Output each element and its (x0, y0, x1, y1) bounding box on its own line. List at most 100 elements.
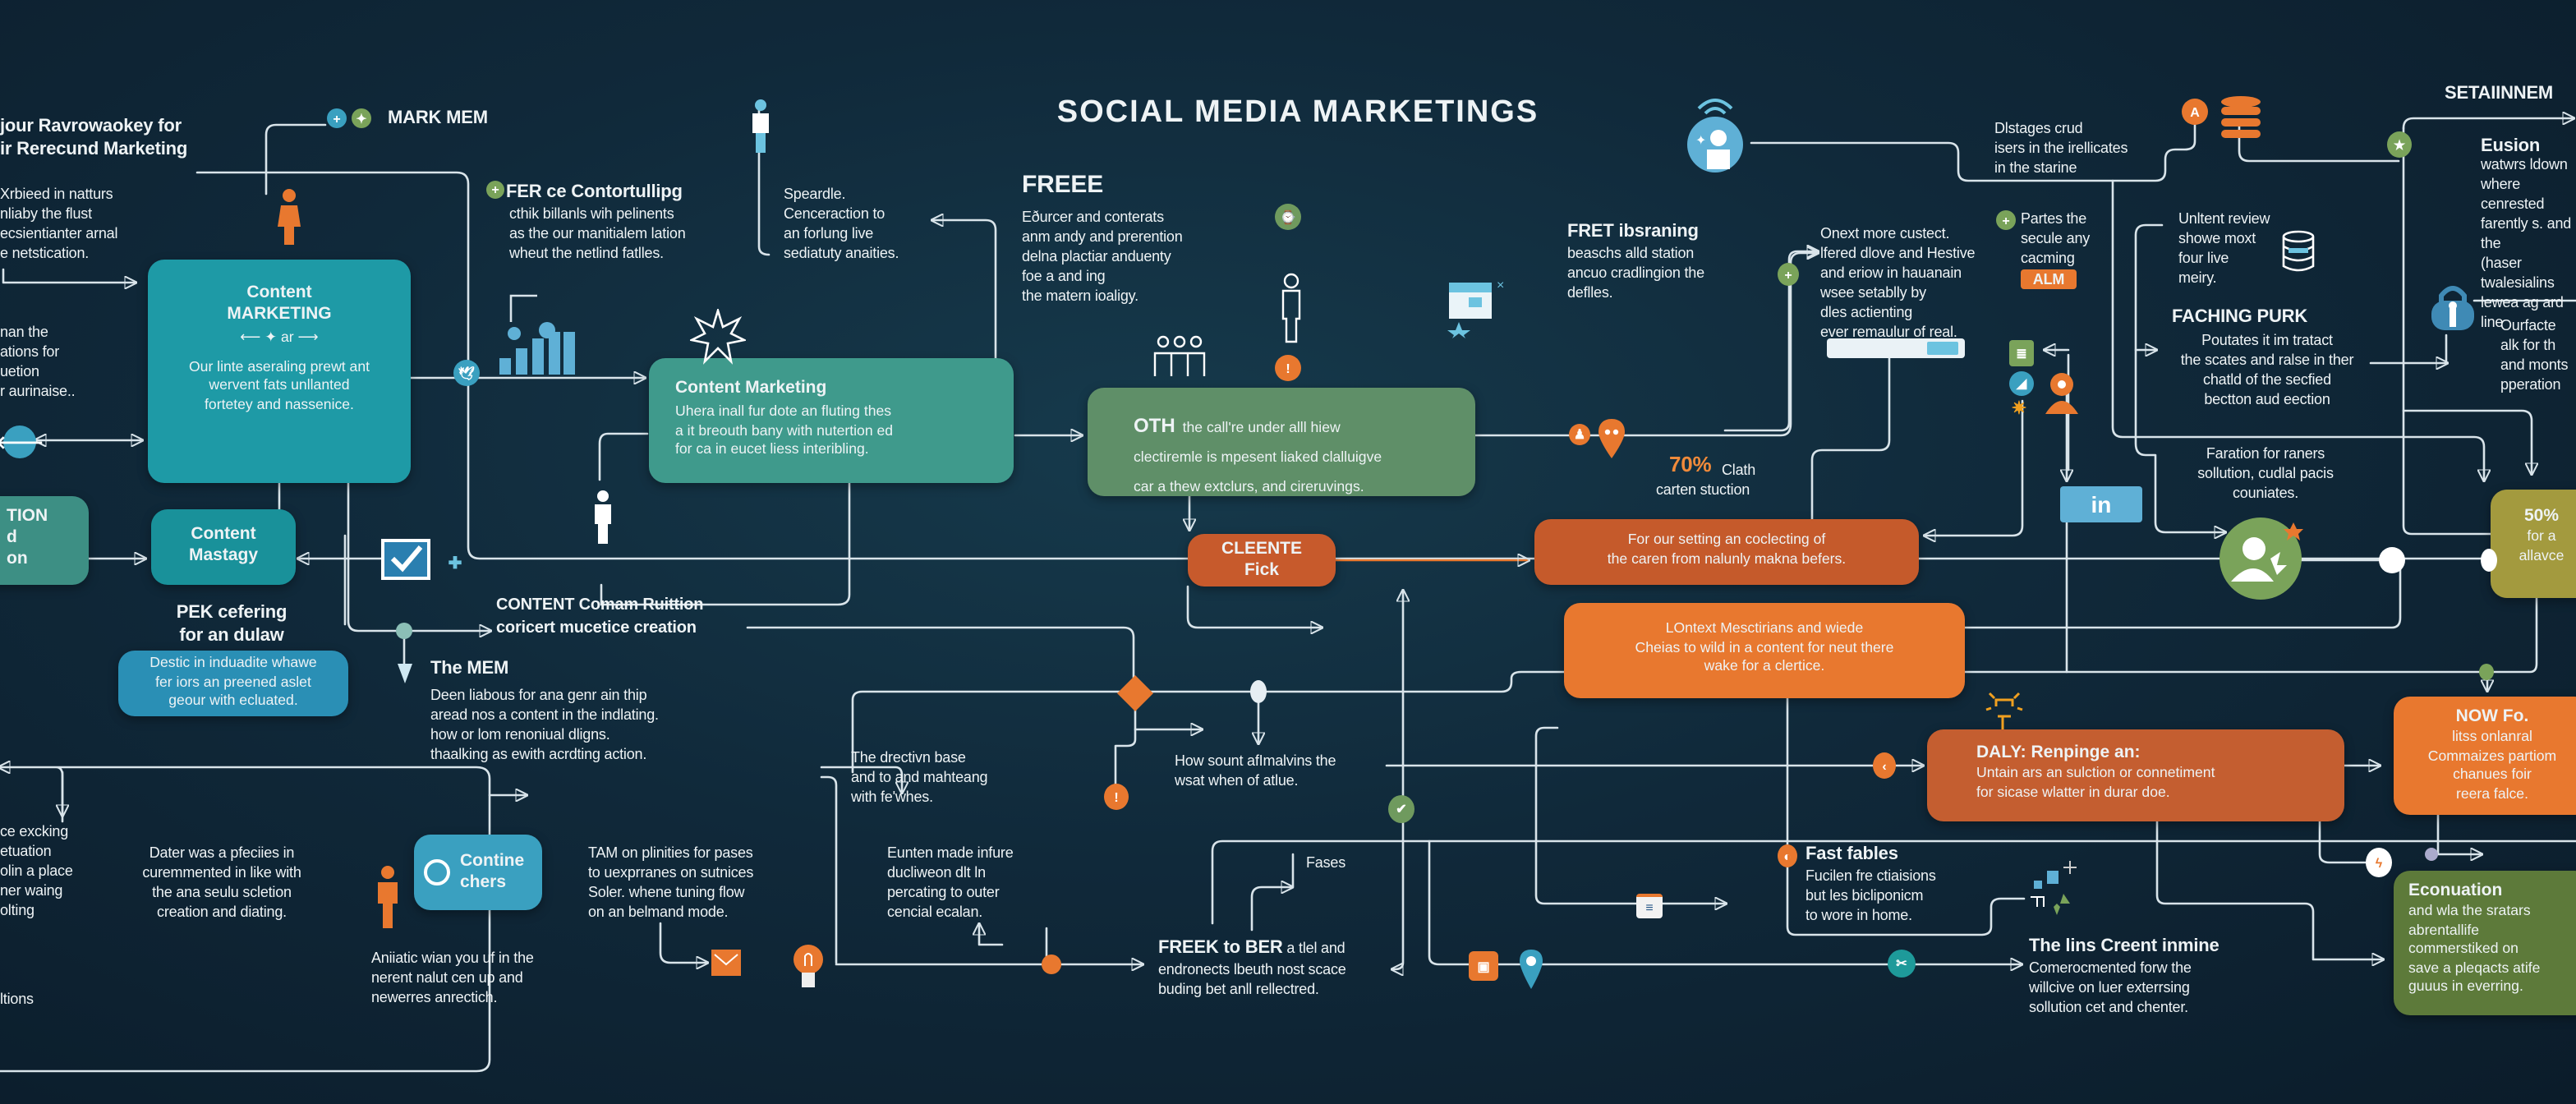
content-marketing-2-box[interactable]: Content Marketing Uhera inall fur dote a… (649, 358, 1014, 483)
destic-box[interactable]: Destic in induadite whawe fer iors an pr… (118, 651, 348, 716)
linkedin-icon[interactable]: in (2060, 486, 2142, 522)
faching-body: Poutates it im tratact the scates and ra… (2180, 332, 2354, 407)
fast-heading: Fast fables (1806, 844, 1898, 864)
box-body: Destic in induadite whawe fer iors an pr… (150, 654, 317, 708)
arrow-left-icon[interactable]: ‹ (1873, 752, 1896, 779)
content-marketing-box[interactable]: Content MARKETING ⟵ ✦ ar ⟶ Our linte ase… (148, 260, 411, 483)
plus-icon: + (1996, 210, 2016, 230)
for-our-setting-box[interactable]: For our setting an coclecting of the car… (1534, 519, 1919, 585)
fifty-percent-box[interactable]: 50% for a allavce (2491, 490, 2576, 598)
seventy-percent-value: 70% (1669, 452, 1712, 476)
distages-text: Dlstages crud isers in the irellicates i… (1994, 120, 2128, 176)
fer-heading: FER ce Contortullipg (506, 182, 683, 202)
badge-icon: ✦ (352, 108, 371, 128)
how-sount-text: How sount afImalvins the wsat when of at… (1175, 752, 1336, 789)
search-button[interactable] (1927, 342, 1958, 355)
image-icon: ▣ (1469, 951, 1498, 981)
box-title: Contine chers (460, 851, 525, 892)
twitter-icon[interactable]: 🕊 (453, 360, 480, 386)
box-subtitle: ⟵ ✦ ar ⟶ (240, 329, 319, 345)
lightbulb-icon (794, 945, 823, 987)
search-bar-icon[interactable] (1827, 338, 1965, 358)
decision-diamond[interactable] (1117, 675, 1153, 711)
eunten-text: Eunten made infure ducliweon dlt ln perc… (887, 844, 1014, 920)
people-group-icon (1153, 335, 1206, 376)
star-icon: ★ (2387, 131, 2412, 158)
faration-text: Faration for raners sollution, cudlal pa… (2197, 445, 2334, 501)
alm-badge: ALM (2021, 269, 2077, 289)
user-circle-icon (2220, 518, 2303, 600)
box-title: OTH (1134, 414, 1175, 437)
svg-text:×: × (1497, 278, 1504, 292)
freek-heading: FREEK to BER (1158, 938, 1283, 958)
box-title: Econuation (2408, 881, 2503, 900)
node-dot (396, 623, 412, 639)
lock-icon (2431, 286, 2474, 330)
arrow-left-icon[interactable]: 🡐 (0, 426, 44, 458)
aniiatic-text: Aniiatic wian you uf in the nerent nalut… (371, 950, 534, 1005)
contine-button[interactable]: Contine chers (414, 835, 542, 910)
fret-heading: FRET ibsraning (1567, 222, 1699, 242)
svg-text:✦: ✦ (1695, 134, 1706, 148)
page-title: SOCIAL MEDIA MARKETINGS (1056, 95, 1539, 130)
directivn-text: The drectivn base and to and mahteang wi… (851, 749, 988, 805)
box-title: Content MARKETING (227, 283, 332, 324)
the-mem-body: Deen liabous for ana genr ain thip aread… (430, 687, 659, 762)
checkbox-icon[interactable] (381, 539, 430, 580)
person-icon (378, 866, 398, 928)
ltions-text: ltions (0, 991, 34, 1007)
lontext-box[interactable]: LOntext Mesctirians and wiede Cheias to … (1564, 603, 1965, 698)
box-title: Content Mastagy (188, 524, 258, 565)
freee-body: Eðurcer and conterats anm andy and prere… (1022, 209, 1183, 304)
daly-box[interactable]: DALY: Renpinge an: Untain ars an sulctio… (1927, 729, 2344, 821)
box-body: the call're under alll hiew clectiremle … (1134, 419, 1382, 494)
globe-user-icon: ✦ (1687, 99, 1743, 172)
tion-box[interactable]: TION d on (0, 496, 89, 585)
person-icon (595, 490, 611, 544)
box-body: for a allavce (2518, 527, 2564, 563)
fases-text: Fases (1306, 854, 1346, 871)
intro-title: jour Ravrowaokey for ir Rerecund Marketi… (0, 117, 188, 159)
tam-text: TAM on plinities for pases to uexprranes… (588, 844, 754, 920)
alert-icon: ! (1104, 784, 1129, 810)
mark-mem-heading: MARK MEM (388, 108, 488, 128)
box-title: 50% (2523, 506, 2559, 526)
user-icon (2045, 373, 2078, 414)
setainnem-heading: SETAIINNEM (2445, 84, 2554, 104)
the-mem-heading: The MEM (430, 659, 509, 678)
oth-box[interactable]: OTH the call're under alll hiew clectire… (1088, 388, 1475, 496)
map-pin-icon (1598, 419, 1625, 458)
cleente-button[interactable]: CLEENTE Fick (1188, 534, 1336, 586)
a-icon: A (2182, 99, 2208, 125)
box-body: For our setting an coclecting of the car… (1607, 531, 1847, 566)
alarm-icon (1985, 692, 2023, 729)
content-comam-heading: CONTENT Comam Ruittion coricert mucetice… (496, 596, 704, 637)
content-mastagy-box[interactable]: Content Mastagy (151, 509, 296, 585)
box-body: litss onlanral Commaizes partiom chanues… (2427, 728, 2557, 801)
box-body: LOntext Mesctirians and wiede Cheias to … (1635, 619, 1894, 674)
node-dot (1042, 954, 1061, 974)
dater-text: Dater was a pfeciies in curemmented in l… (142, 844, 301, 920)
teal-action-icon[interactable]: ✂ (1888, 950, 1916, 978)
spark-icon: ✷ (2011, 398, 2027, 418)
calendar-icon: ≣ (2009, 340, 2034, 366)
plus-icon: + (486, 181, 504, 199)
econuation-box[interactable]: Econuation and wla the sratars abrentall… (2394, 871, 2576, 1015)
unitent-text: Unltent review showe moxt four live meir… (2178, 210, 2270, 286)
share-icon: ◢ (2009, 371, 2034, 396)
half-circle-icon: ◐ (1778, 844, 1797, 867)
person-icon (752, 99, 769, 153)
network-icon (2031, 861, 2077, 915)
person-icon (278, 189, 301, 245)
box-body: Untain ars an sulction or connetiment fo… (1976, 764, 2215, 799)
database-icon (2282, 230, 2315, 272)
onext-text: Onext more custect. lfered dlove and Hes… (1820, 225, 1976, 340)
left-mid-text: nan the ations for uetion r aurinaise.. (0, 324, 76, 399)
ourfacte-text: Ourfacte alk for th and monts pperation (2500, 317, 2569, 393)
map-pin-icon (398, 664, 412, 683)
box-title: NOW Fo. (2455, 706, 2529, 726)
plus-icon: + (1778, 263, 1799, 286)
now-fo-box[interactable]: NOW Fo. litss onlanral Commaizes partiom… (2394, 697, 2576, 815)
node-dot (2479, 664, 2494, 680)
